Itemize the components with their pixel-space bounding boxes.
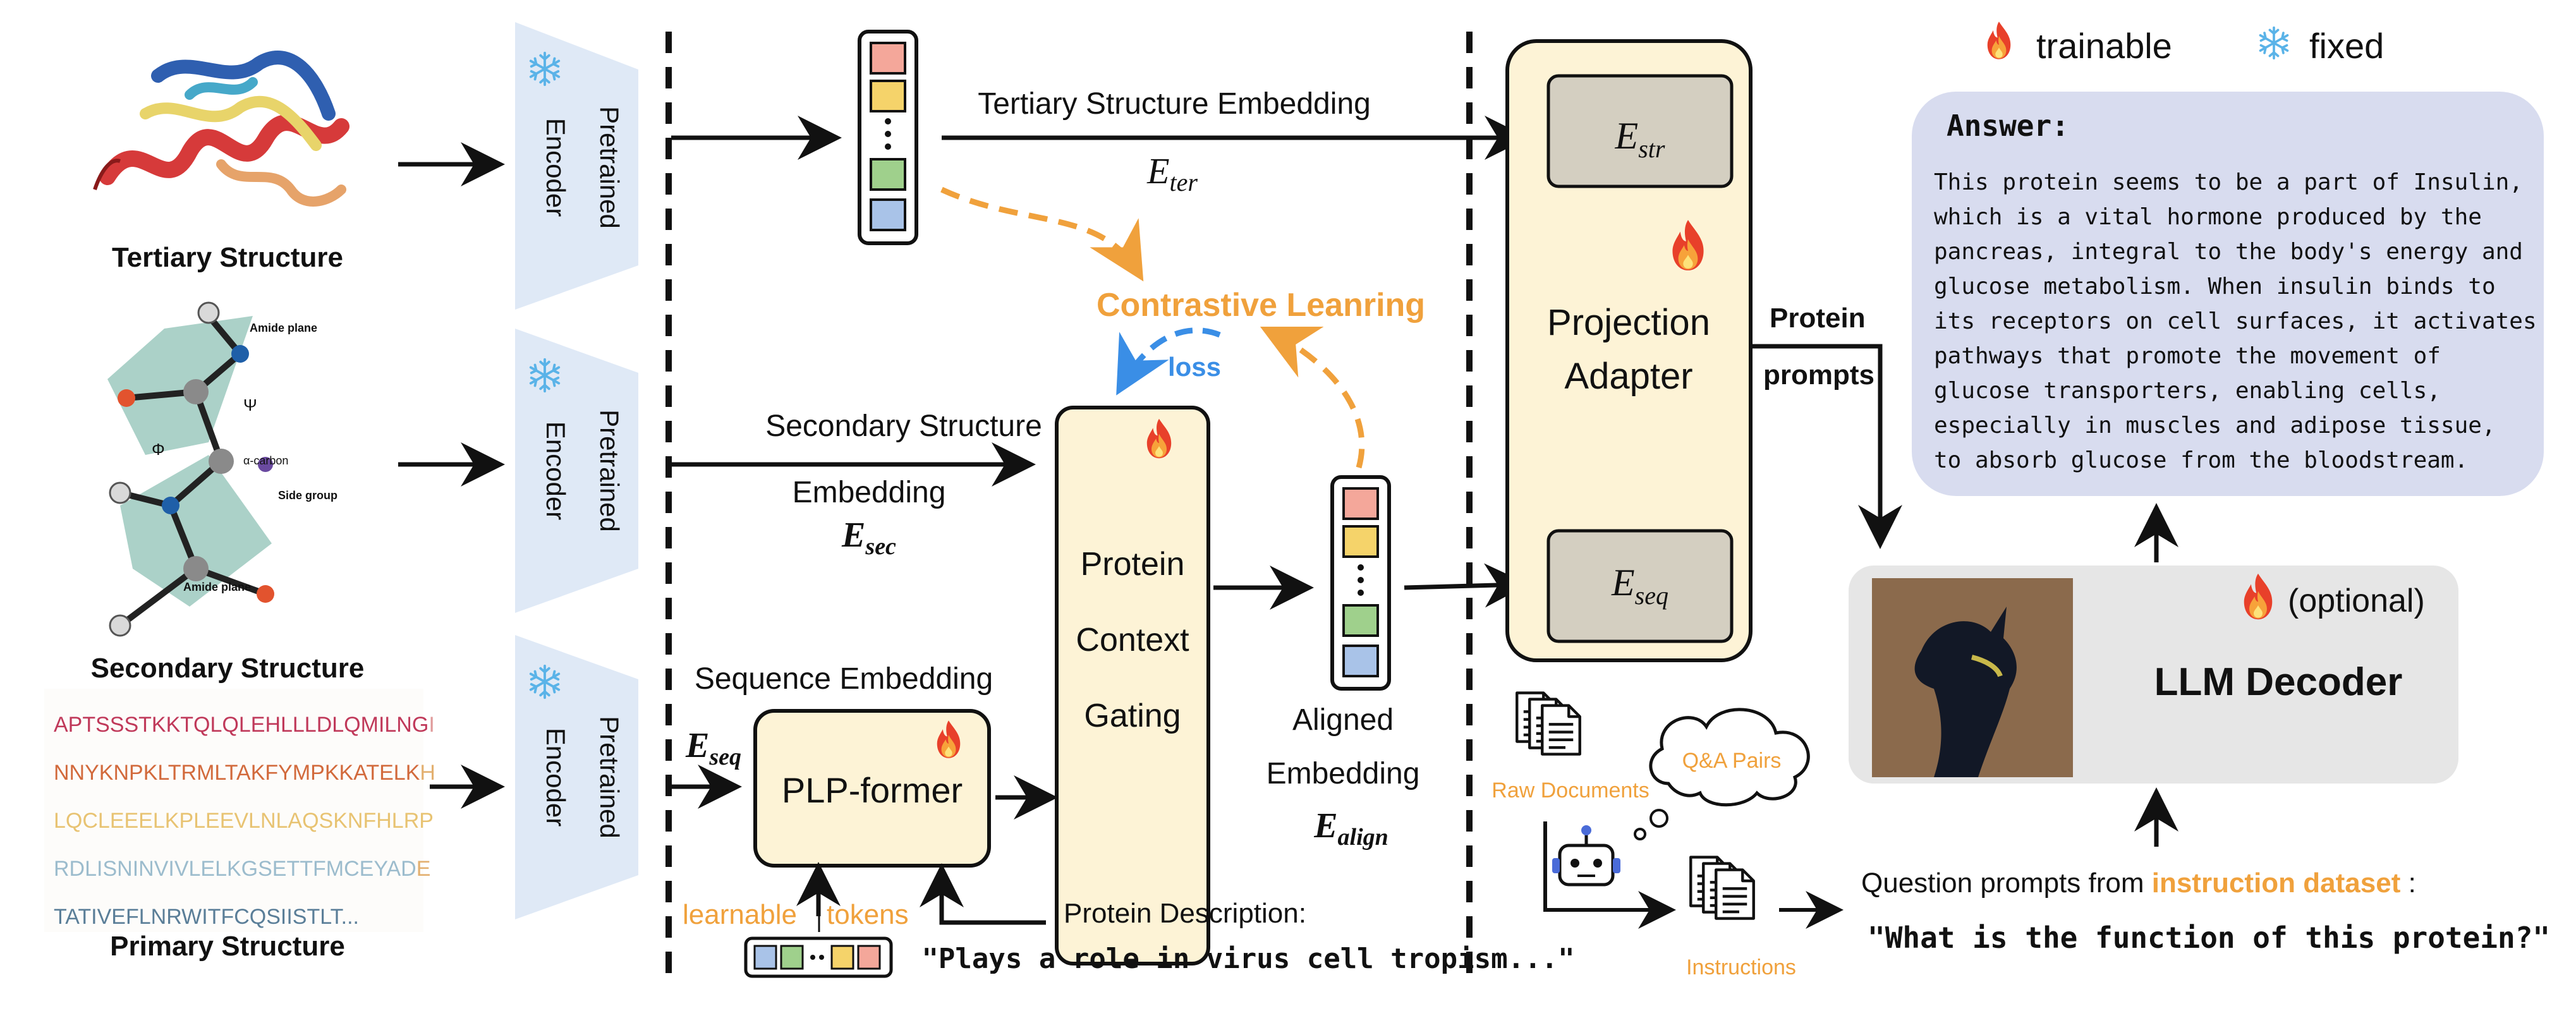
protein-context-gating-block: Protein Context Gating	[1055, 406, 1210, 966]
qa-pairs-label: Q&A Pairs	[1682, 749, 1782, 773]
encoder-label-line2: Encoder	[541, 728, 571, 826]
answer-line: pathways that promote the movement of	[1934, 343, 2441, 369]
e-seq-box	[1546, 529, 1734, 643]
tertiary-embedding-symbol: Eter	[1146, 150, 1198, 197]
question-quote: "What is the function of this protein?"	[1868, 921, 2550, 955]
adapter-label-line1: Projection	[1547, 302, 1710, 343]
robot-icon	[1552, 825, 1620, 887]
plp-former-label: PLP-former	[782, 770, 963, 810]
tertiary-embedding-label: Tertiary Structure Embedding	[978, 87, 1371, 121]
plp-former-block: PLP-former	[753, 709, 991, 868]
tertiary-token-stack	[858, 30, 918, 245]
document-icon	[1542, 706, 1580, 754]
learnable-label: learnable	[683, 899, 797, 930]
e-str-symbol: Estr	[1615, 115, 1665, 163]
gating-label-line3: Gating	[1084, 698, 1181, 734]
protein-description-label: Protein Description:	[1064, 898, 1306, 929]
instructions-label: Instructions	[1686, 955, 1796, 979]
llm-decoder-block: (optional) LLM Decoder	[1849, 566, 2458, 784]
instructions-icon	[1691, 857, 1754, 919]
raw-documents-icon	[1517, 693, 1580, 754]
answer-line: to absorb glucose from the bloodstream.	[1934, 447, 2468, 473]
protein-description-quote: "Plays a role in virus cell tropism..."	[921, 943, 1574, 975]
encoder-label-line1: Pretrained	[595, 106, 624, 229]
sequence-line: NNYKNPKLTRMLTAKFYMPKKATELKH	[54, 761, 435, 785]
aligned-contrastive-dashed-arrow	[1260, 326, 1365, 469]
raw-documents-label: Raw Documents	[1492, 778, 1649, 802]
contrastive-learning-title: Contrastive Leanring	[1097, 287, 1425, 324]
legend-trainable-label: trainable	[2036, 26, 2172, 66]
projection-adapter-block: Estr Projection Adapter Eseq	[1505, 39, 1753, 662]
answer-line: glucose transporters, enabling cells,	[1934, 378, 2441, 404]
answer-line: This protein seems to be a part of Insul…	[1934, 169, 2523, 195]
answer-line: especially in muscles and adipose tissue…	[1934, 413, 2496, 439]
primary-pretrained-encoder: Pretrained Encoder	[515, 635, 638, 919]
description-to-plp-arrow	[920, 863, 1046, 925]
question-prompt-line: Question prompts from instruction datase…	[1861, 868, 2416, 899]
tertiary-pretrained-encoder: Pretrained Encoder	[515, 22, 638, 310]
secondary-structure-label: Secondary Structure	[91, 653, 365, 684]
sequence-line: TATIVEFLNRWITFCQSIISTLT...	[54, 905, 359, 929]
loss-label: loss	[1168, 352, 1221, 382]
answer-line: pancreas, integral to the body's energy …	[1934, 239, 2523, 265]
amide-plane-top-label: Amide plane	[250, 322, 317, 334]
e-seq-symbol: Eseq	[1611, 562, 1668, 610]
tertiary-structure-image	[82, 35, 360, 237]
aligned-token-stack	[1330, 475, 1391, 691]
tertiary-structure-label: Tertiary Structure	[112, 242, 343, 273]
sequence-line: LQCLEEELKPLEEVLNLAQSKNFHLRP	[54, 809, 434, 833]
legend: trainable fixed	[1987, 21, 2384, 66]
secondary-embedding-symbol: Esec	[841, 516, 896, 560]
side-group-label: Side group	[278, 489, 337, 502]
gating-label-line2: Context	[1076, 622, 1189, 658]
gating-label-line1: Protein	[1081, 546, 1185, 583]
encoder-label-line1: Pretrained	[595, 409, 624, 532]
sequence-embedding-label: Sequence Embedding	[695, 662, 993, 696]
legend-fixed-label: fixed	[2309, 26, 2384, 66]
answer-title: Answer:	[1947, 109, 2069, 143]
secondary-embedding-label-line2: Embedding	[793, 476, 946, 509]
amide-plane-bottom-label: Amide plane	[183, 581, 251, 593]
secondary-pretrained-encoder: Pretrained Encoder	[515, 329, 638, 613]
sources-to-instructions-arrow	[1543, 821, 1676, 929]
tokens-label: tokens	[827, 899, 909, 930]
psi-angle-label: Ψ	[243, 396, 257, 415]
aligned-embedding-label-line1: Aligned	[1292, 703, 1394, 737]
adapter-to-llm-arrow	[1752, 344, 1902, 549]
llm-optional-label: (optional)	[2288, 583, 2425, 619]
sequence-embedding-symbol: Eseq	[685, 726, 741, 770]
answer-box: Answer: This protein seems to be a part …	[1912, 92, 2544, 496]
sequence-line: RDLISNINVIVLELKGSETTFMCEYADE	[54, 857, 430, 881]
encoder-label-line2: Encoder	[541, 421, 571, 520]
answer-line: its receptors on cell surfaces, it activ…	[1934, 308, 2537, 334]
aligned-embedding-label-line2: Embedding	[1267, 757, 1420, 790]
tertiary-contrastive-dashed-arrow	[940, 186, 1144, 282]
learnable-tokens-strip	[744, 936, 893, 978]
answer-line: which is a vital hormone produced by the	[1934, 204, 2482, 230]
trainable-flame-icon	[1987, 21, 2011, 59]
secondary-structure-image: Amide plane α-carbon Side group Amide pl…	[107, 301, 337, 637]
encoder-label-line2: Encoder	[541, 118, 571, 217]
qa-pairs-cloud-icon	[1634, 708, 1810, 840]
primary-structure-label: Primary Structure	[110, 931, 345, 962]
phi-angle-label: Φ	[152, 440, 165, 459]
sequence-line: APTSSSTKKTQLQLEHLLLDLQMILNGI	[54, 713, 435, 737]
llm-decoder-title: LLM Decoder	[2154, 660, 2403, 704]
adapter-label-line2: Adapter	[1564, 356, 1692, 397]
e-str-box	[1546, 74, 1734, 188]
aligned-to-adapter-arrow	[1404, 563, 1529, 608]
loss-dashed-arrow	[1116, 327, 1221, 396]
primary-structure-sequence: APTSSSTKKTQLQLEHLLLDLQMILNGI NNYKNPKLTRML…	[44, 689, 435, 932]
document-icon	[1716, 870, 1754, 919]
secondary-embedding-label-line1: Secondary Structure	[765, 409, 1042, 443]
aligned-embedding-symbol: Ealign	[1313, 806, 1388, 851]
fixed-snowflake-icon	[2259, 26, 2289, 60]
alpha-carbon-label: α-carbon	[243, 454, 288, 467]
answer-line: glucose metabolism. When insulin binds t…	[1934, 274, 2496, 300]
protein-prompts-line1: Protein	[1770, 303, 1866, 334]
encoder-label-line1: Pretrained	[595, 716, 624, 838]
protein-prompts-line2: prompts	[1763, 360, 1874, 390]
